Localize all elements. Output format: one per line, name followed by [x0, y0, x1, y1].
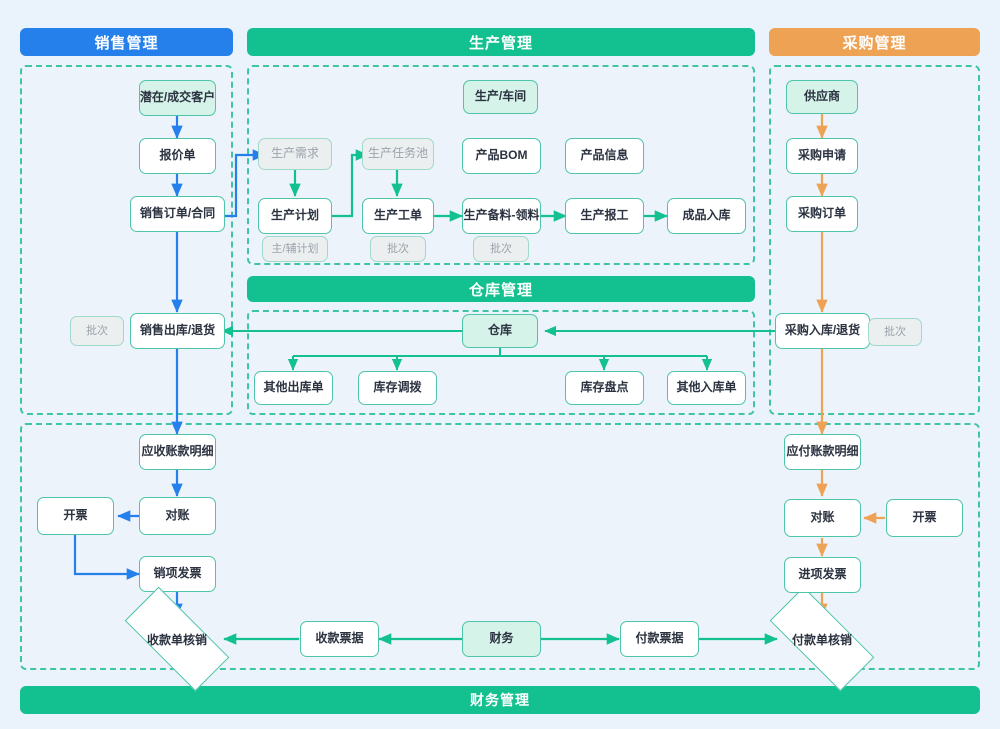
node-receipt-bill[interactable]: 收款票据 [300, 621, 379, 657]
node-ar-invoicing[interactable]: 开票 [37, 497, 114, 535]
badge-material-batch: 批次 [473, 236, 529, 262]
node-ar-reconciliation[interactable]: 对账 [139, 497, 216, 535]
badge-plan-sub: 主/辅计划 [262, 236, 328, 262]
node-production-report[interactable]: 生产报工 [565, 198, 644, 234]
header-sales-management: 销售管理 [20, 28, 233, 56]
node-purchase-request[interactable]: 采购申请 [786, 138, 858, 174]
node-stocktake[interactable]: 库存盘点 [565, 371, 644, 405]
badge-sales-batch: 批次 [70, 316, 124, 346]
header-finance-management: 财务管理 [20, 686, 980, 714]
node-other-outbound[interactable]: 其他出库单 [254, 371, 333, 405]
node-product-bom[interactable]: 产品BOM [462, 138, 541, 174]
node-task-pool[interactable]: 生产任务池 [362, 138, 434, 170]
node-production-plan[interactable]: 生产计划 [258, 198, 332, 234]
node-finished-goods-in[interactable]: 成品入库 [667, 198, 746, 234]
node-work-order[interactable]: 生产工单 [362, 198, 434, 234]
badge-work-order-batch: 批次 [370, 236, 426, 262]
node-purchase-inbound[interactable]: 采购入库/退货 [775, 313, 870, 349]
node-material-prep[interactable]: 生产备料-领料 [462, 198, 541, 234]
node-ar-detail[interactable]: 应收账款明细 [139, 434, 216, 470]
node-workshop[interactable]: 生产/车间 [463, 80, 538, 114]
node-finance-hub[interactable]: 财务 [462, 621, 541, 657]
node-sales-order[interactable]: 销售订单/合同 [130, 196, 225, 232]
header-purchase-management: 采购管理 [769, 28, 980, 56]
node-sales-outbound[interactable]: 销售出库/退货 [130, 313, 225, 349]
node-warehouse[interactable]: 仓库 [462, 314, 538, 348]
node-other-inbound[interactable]: 其他入库单 [667, 371, 746, 405]
node-output-invoice[interactable]: 销项发票 [139, 556, 216, 592]
node-ap-detail[interactable]: 应付账款明细 [784, 434, 861, 470]
node-supplier[interactable]: 供应商 [786, 80, 858, 114]
zone-purchase [769, 65, 980, 415]
zone-sales [20, 65, 233, 415]
node-payment-bill[interactable]: 付款票据 [620, 621, 699, 657]
node-receipt-writeoff[interactable]: 收款单核销 [124, 586, 230, 692]
node-ap-invoicing[interactable]: 开票 [886, 499, 963, 537]
node-purchase-order[interactable]: 采购订单 [786, 196, 858, 232]
node-production-demand[interactable]: 生产需求 [258, 138, 332, 170]
node-input-invoice[interactable]: 进项发票 [784, 557, 861, 593]
node-potential-customer[interactable]: 潜在/成交客户 [139, 80, 216, 116]
node-quotation[interactable]: 报价单 [139, 138, 216, 174]
header-production-management: 生产管理 [247, 28, 755, 56]
badge-purchase-batch: 批次 [868, 318, 922, 346]
header-warehouse-management: 仓库管理 [247, 276, 755, 302]
node-payment-writeoff[interactable]: 付款单核销 [769, 586, 875, 692]
node-product-info[interactable]: 产品信息 [565, 138, 644, 174]
node-stock-transfer[interactable]: 库存调拨 [358, 371, 437, 405]
node-ap-reconciliation[interactable]: 对账 [784, 499, 861, 537]
